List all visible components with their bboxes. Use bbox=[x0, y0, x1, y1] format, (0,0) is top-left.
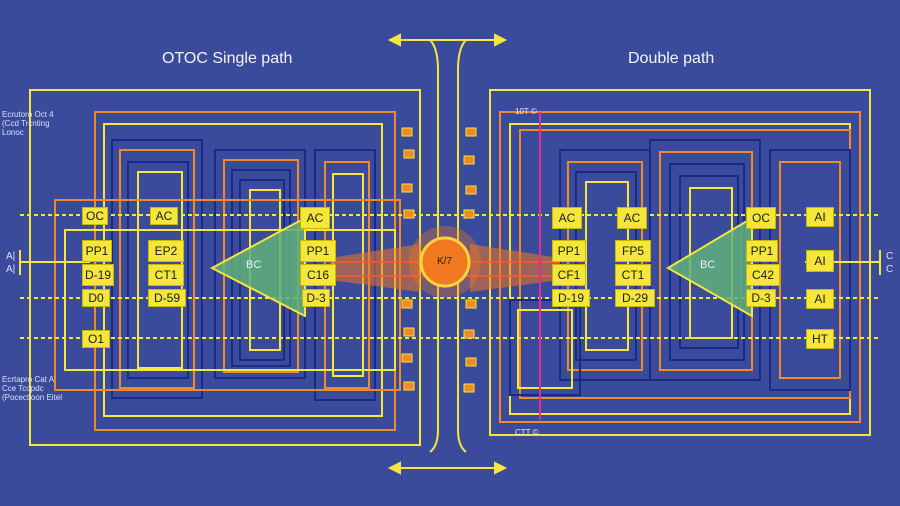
left-bottom-note: Ecrtapro Cat A Cce Tcopdc (Pocectioon Ei… bbox=[2, 375, 63, 402]
right-title: Double path bbox=[628, 50, 715, 67]
core-label: K/7 bbox=[437, 256, 453, 267]
block-l-pp1-2: PP1 bbox=[300, 240, 336, 262]
block-l-pp1: PP1 bbox=[82, 240, 112, 262]
block-l-c16: C16 bbox=[300, 264, 336, 286]
block-l-ac-2: AC bbox=[300, 207, 330, 229]
block-l-d59: D-59 bbox=[148, 289, 186, 307]
center-beams bbox=[330, 244, 560, 292]
block-r-d19: D-19 bbox=[552, 289, 590, 307]
bottom-arrow bbox=[387, 461, 508, 475]
left-triangle-label: BC bbox=[246, 259, 262, 271]
block-r-ai-3: AI bbox=[806, 289, 834, 309]
block-r-ht: HT bbox=[806, 329, 834, 349]
center-core bbox=[419, 236, 471, 288]
block-l-d0: D0 bbox=[82, 289, 110, 307]
block-r-ct1: CT1 bbox=[615, 264, 651, 286]
left-top-note: Ecrutoro Oct 4 (Ccd Trcnting Lonoc bbox=[2, 110, 54, 137]
block-l-oc: OC bbox=[82, 207, 108, 225]
block-r-ai-2: AI bbox=[806, 250, 834, 272]
block-r-pp1: PP1 bbox=[552, 240, 586, 262]
right-triangle-label: BC bbox=[700, 259, 716, 271]
block-l-ep2: EP2 bbox=[148, 240, 184, 262]
block-r-d29: D-29 bbox=[615, 289, 655, 307]
block-r-pp1-2: PP1 bbox=[746, 240, 778, 262]
block-l-d19: D-19 bbox=[82, 264, 114, 286]
block-r-oc: OC bbox=[746, 207, 776, 229]
right-bottom-note: CTT © bbox=[515, 428, 539, 437]
block-l-d3: D-3 bbox=[302, 289, 330, 307]
right-mid-note: C C bbox=[886, 251, 894, 275]
block-r-d3: D-3 bbox=[746, 289, 776, 307]
block-r-ac: AC bbox=[552, 207, 582, 229]
block-r-ac-2: AC bbox=[617, 207, 647, 229]
block-l-ct1: CT1 bbox=[148, 264, 184, 286]
block-r-c42: C42 bbox=[746, 264, 780, 286]
left-title: OTOC Single path bbox=[162, 50, 293, 67]
block-l-ac: AC bbox=[150, 207, 178, 225]
block-r-fp5: FP5 bbox=[615, 240, 651, 262]
top-arrow bbox=[387, 33, 508, 47]
block-l-o1: O1 bbox=[82, 330, 110, 348]
right-top-note: 10T © bbox=[515, 107, 537, 116]
left-mid-note: A| A| bbox=[6, 251, 16, 275]
block-r-ai: AI bbox=[806, 207, 834, 227]
block-r-cf1: CF1 bbox=[552, 264, 586, 286]
